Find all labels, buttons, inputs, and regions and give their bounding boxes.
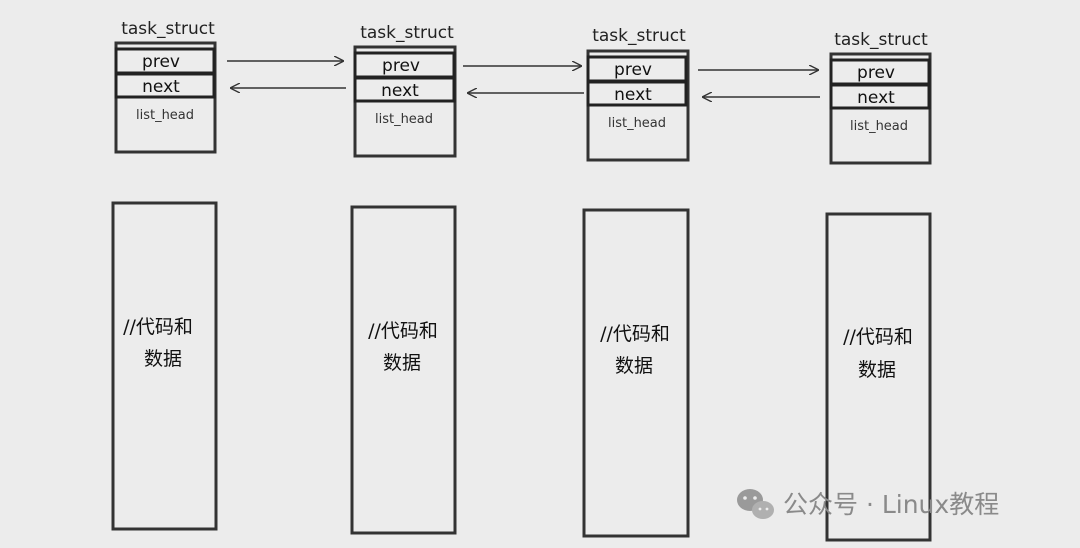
next-field bbox=[829, 83, 931, 110]
prev-label: prev bbox=[142, 52, 180, 72]
next-label: next bbox=[142, 77, 180, 97]
next-field bbox=[586, 80, 688, 107]
data-block bbox=[825, 212, 932, 542]
wechat-icon bbox=[737, 489, 774, 519]
data-block-line2: 数据 bbox=[144, 348, 182, 370]
data-block-line1: //代码和 bbox=[368, 320, 438, 342]
data-block-line1: //代码和 bbox=[600, 323, 670, 345]
data-block bbox=[582, 208, 690, 538]
list-head-label: list_head bbox=[608, 116, 666, 131]
list-head-label: list_head bbox=[850, 119, 908, 134]
node-title: task_struct bbox=[360, 23, 454, 43]
list-head-label: list_head bbox=[375, 112, 433, 127]
list-head-label: list_head bbox=[136, 108, 194, 123]
watermark: 公众号 · Linux教程 bbox=[737, 489, 999, 519]
node-title: task_struct bbox=[834, 30, 928, 50]
next-label: next bbox=[857, 88, 895, 108]
data-block-line2: 数据 bbox=[615, 355, 653, 377]
data-block-line2: 数据 bbox=[383, 352, 421, 374]
data-block bbox=[111, 201, 218, 531]
watermark-text: 公众号 · Linux教程 bbox=[783, 490, 999, 519]
next-label: next bbox=[614, 85, 652, 105]
prev-label: prev bbox=[857, 63, 895, 83]
next-label: next bbox=[381, 81, 419, 101]
task-struct-node-2: task_struct prev next list_head //代码和 数据 bbox=[350, 23, 457, 535]
data-block-line2: 数据 bbox=[858, 359, 896, 381]
prev-label: prev bbox=[382, 56, 420, 76]
task-struct-node-4: task_struct prev next list_head //代码和 数据 bbox=[825, 30, 932, 542]
data-block-line1: //代码和 bbox=[123, 316, 193, 338]
next-field bbox=[353, 76, 456, 103]
data-block-line1: //代码和 bbox=[843, 326, 913, 348]
next-field bbox=[114, 72, 216, 99]
node-title: task_struct bbox=[121, 19, 215, 39]
task-struct-node-3: task_struct prev next list_head //代码和 数据 bbox=[582, 26, 690, 538]
data-block bbox=[350, 205, 457, 535]
task-struct-node-1: task_struct prev next list_head //代码和 数据 bbox=[111, 19, 218, 531]
prev-label: prev bbox=[614, 60, 652, 80]
node-title: task_struct bbox=[592, 26, 686, 46]
